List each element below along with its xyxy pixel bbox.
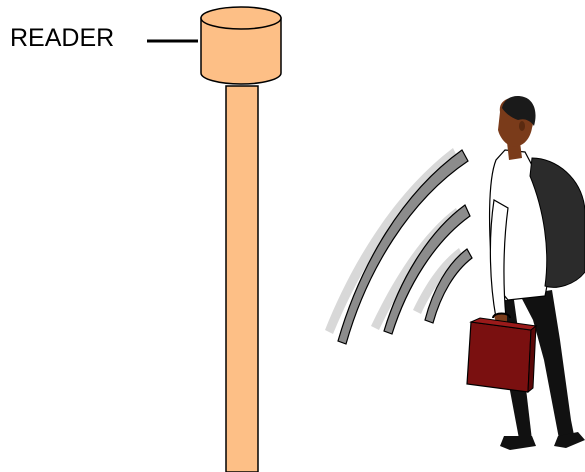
rfid-reader-icon — [201, 7, 281, 84]
briefcase-icon — [467, 314, 536, 393]
signal-waves-icon — [325, 148, 472, 344]
businessman-icon — [490, 96, 585, 450]
reader-pole — [226, 86, 258, 472]
reader-label: READER — [10, 23, 114, 53]
